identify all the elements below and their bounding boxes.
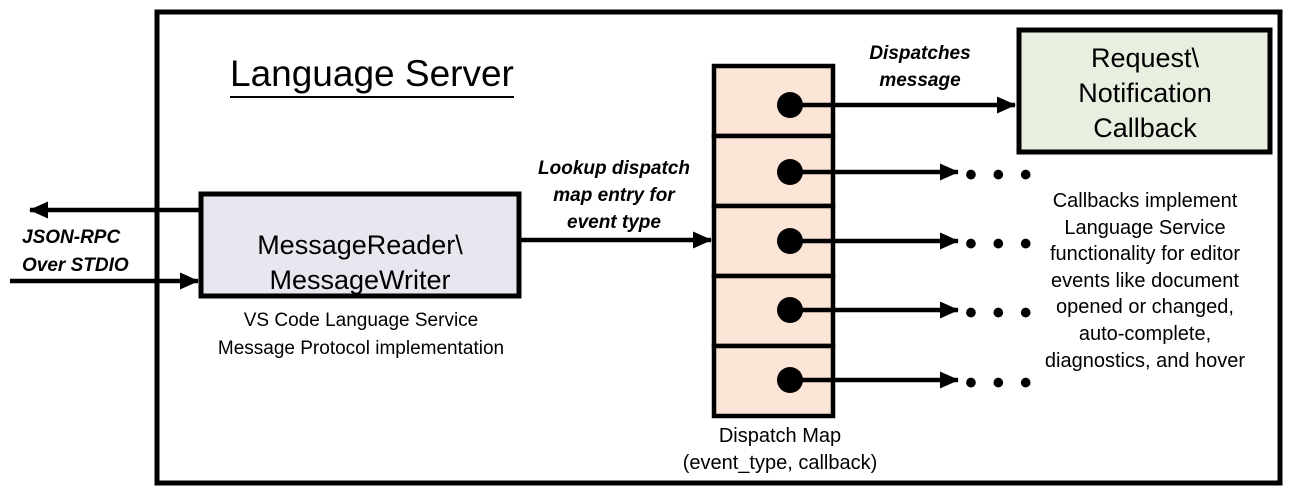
page-title: Language Server [230,52,610,98]
dispatch-map-caption: Dispatch Map (event_type, callback) [682,425,878,474]
request-notification-callback-caption: Callbacks implement Language Service fun… [1044,190,1246,372]
page-title-text: Language Server [230,53,514,98]
message-reader-writer-box[interactable] [198,191,522,299]
dispatch-ellipsis-4: • • • [965,364,1035,402]
dispatch-ellipsis-3: • • • [965,294,1035,332]
dispatch-ellipsis-2: • • • [965,225,1035,263]
jsonrpc-stdio-label: JSON-RPC Over STDIO [22,227,129,276]
dispatch-ellipsis-1: • • • [965,156,1035,194]
lookup-dispatch-label: Lookup dispatch map entry for event type [538,158,690,233]
language-server-container [154,9,1283,486]
dispatches-message-label: Dispatches message [869,43,971,91]
request-notification-callback-box[interactable] [1016,27,1273,155]
dispatch-map-cell-0[interactable] [711,63,836,139]
message-reader-writer-label: MessageReader\ MessageWriter [257,230,463,296]
message-reader-writer-caption: VS Code Language Service Message Protoco… [217,310,505,359]
request-notification-callback-label: Request\ Notification Callback [1078,43,1212,144]
